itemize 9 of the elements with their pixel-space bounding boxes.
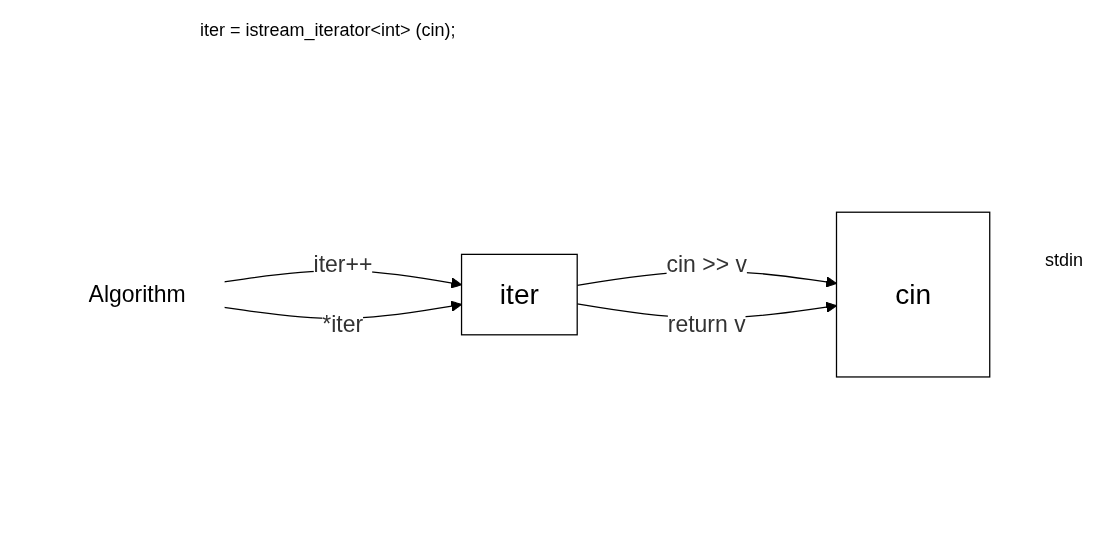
edge-label: return v — [667, 311, 746, 338]
diagram-title: iter = istream_iterator<int> (cin); — [200, 20, 456, 41]
side-label: stdin — [1044, 250, 1083, 271]
node-text: Algorithm — [88, 281, 186, 308]
edge-label: iter++ — [313, 251, 373, 278]
edge-label: cin >> v — [666, 251, 747, 278]
node-box: iter — [460, 254, 578, 336]
edge-label: *iter — [322, 311, 364, 338]
node-box: cin — [835, 212, 991, 378]
